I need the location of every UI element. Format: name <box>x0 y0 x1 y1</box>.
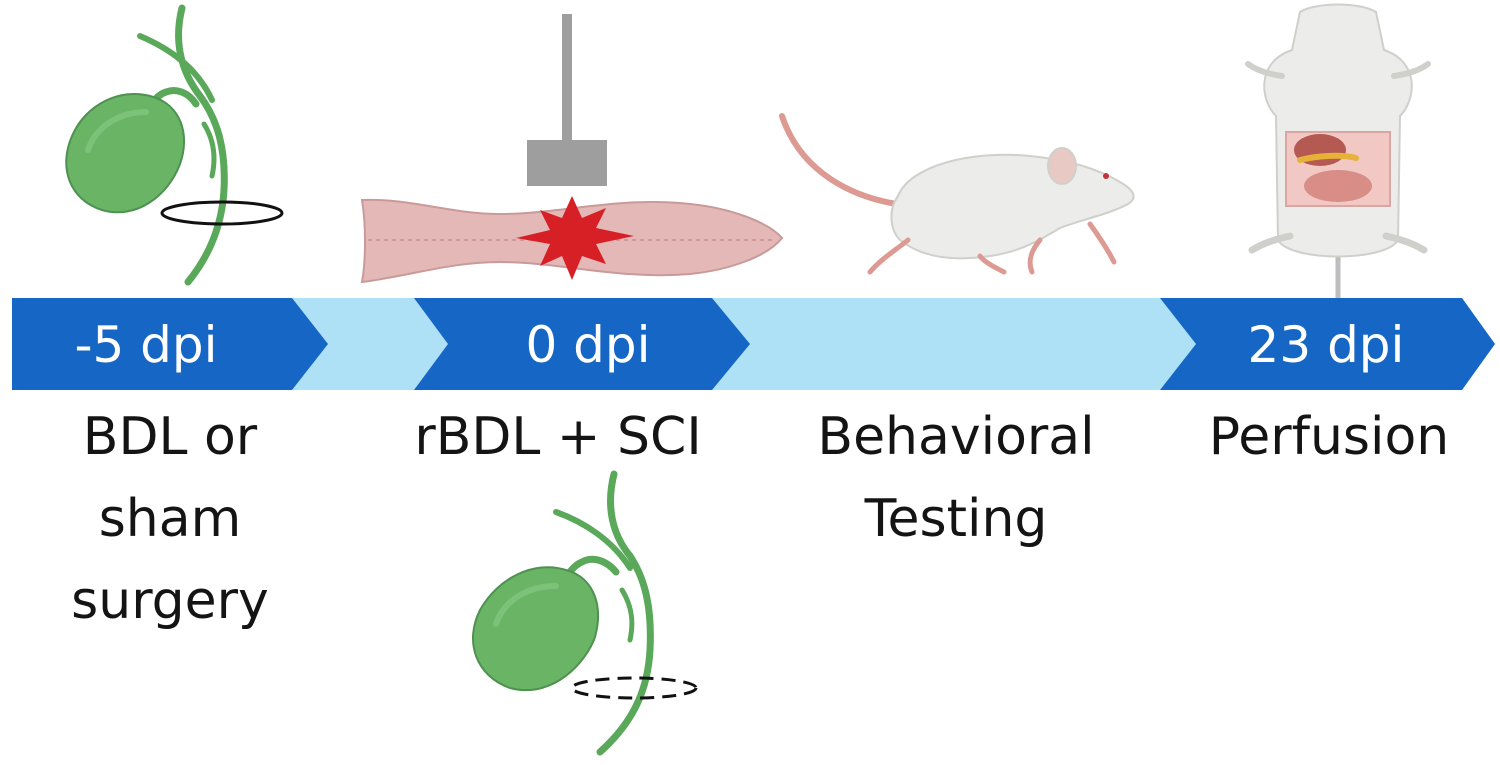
event-label-behavioral-testing: Behavioral Testing <box>770 396 1142 560</box>
timeline-marker-23: 23 dpi <box>1160 298 1495 390</box>
event-line: Perfusion <box>1208 407 1450 467</box>
dissected-rat-icon <box>1245 3 1431 300</box>
event-label-rbdl-sci: rBDL + SCI <box>360 396 756 478</box>
marker-label: 0 dpi <box>525 316 650 374</box>
event-label-bdl: BDL or sham surgery <box>20 396 320 642</box>
event-line: rBDL + SCI <box>414 407 702 467</box>
event-line: Behavioral <box>817 407 1095 467</box>
spinal-cord-impact-icon <box>360 14 784 284</box>
event-line: Testing <box>864 489 1048 549</box>
marker-label: -5 dpi <box>74 316 217 374</box>
timeline-marker-minus-5: -5 dpi <box>12 298 328 390</box>
marker-label: 23 dpi <box>1248 316 1405 374</box>
gallbladder-ligated-icon <box>65 4 284 286</box>
event-line: sham <box>98 489 242 549</box>
event-line: surgery <box>71 571 269 631</box>
timeline-marker-0: 0 dpi <box>414 298 750 390</box>
timeline-track <box>12 298 1495 390</box>
event-label-perfusion: Perfusion <box>1168 396 1490 478</box>
event-line: BDL or <box>82 407 258 467</box>
gallbladder-ligature-removed-icon <box>472 470 698 756</box>
rat-icon <box>779 113 1135 275</box>
